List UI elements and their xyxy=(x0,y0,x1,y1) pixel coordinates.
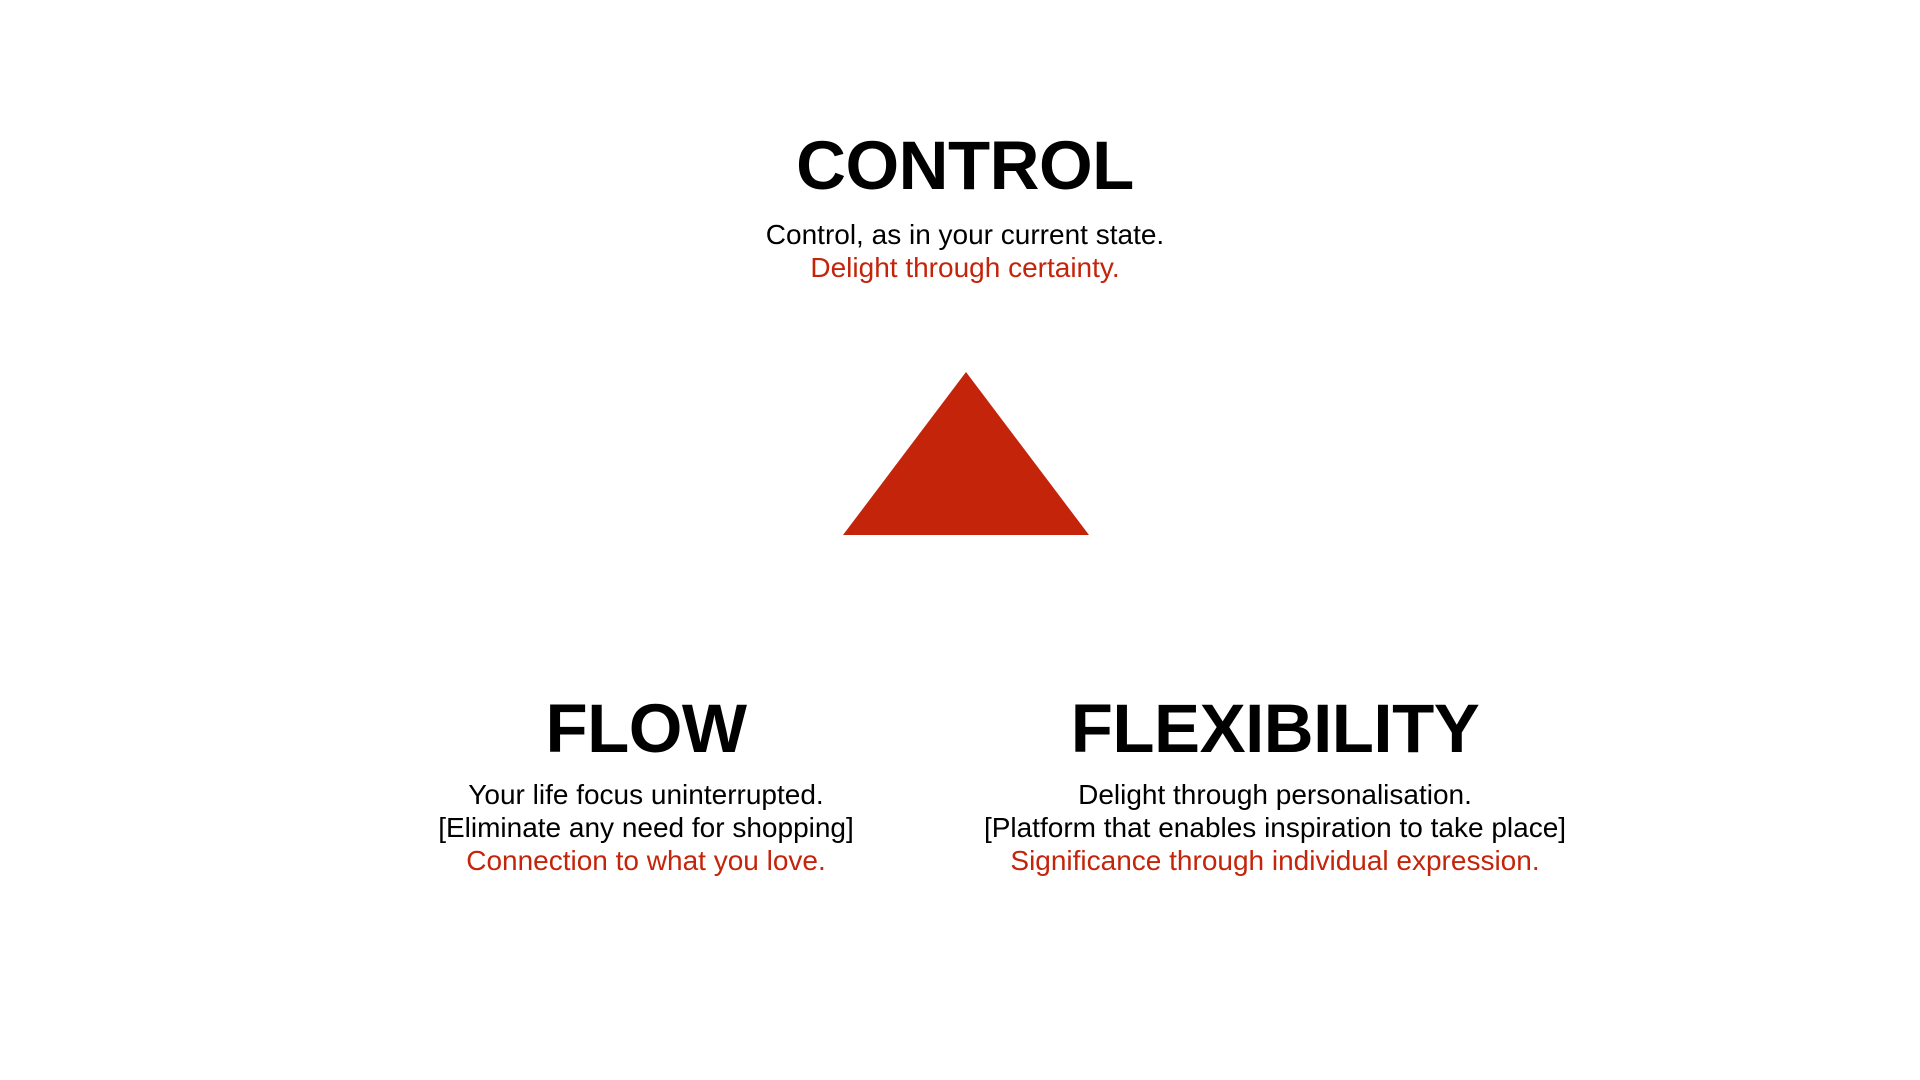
flow-highlight: Connection to what you love. xyxy=(466,845,826,876)
flexibility-line-1: Delight through personalisation. xyxy=(1078,779,1472,810)
flexibility-title: FLEXIBILITY xyxy=(1070,690,1480,767)
control-highlight: Delight through certainty. xyxy=(810,252,1120,283)
flexibility-description: Delight through personalisation. [Platfo… xyxy=(975,778,1575,877)
flow-line-2: [Eliminate any need for shopping] xyxy=(438,812,854,843)
control-title: CONTROL xyxy=(796,127,1134,204)
flow-description: Your life focus uninterrupted. [Eliminat… xyxy=(346,778,946,877)
triangle-shape xyxy=(843,372,1089,535)
flow-line-1: Your life focus uninterrupted. xyxy=(468,779,824,810)
flexibility-section: FLEXIBILITY Delight through personalisat… xyxy=(975,690,1575,877)
control-section: CONTROL Control, as in your current stat… xyxy=(665,127,1265,284)
control-line-1: Control, as in your current state. xyxy=(765,219,1165,250)
red-triangle-icon xyxy=(843,372,1089,535)
control-description: Control, as in your current state. Delig… xyxy=(665,218,1265,284)
flexibility-highlight: Significance through individual expressi… xyxy=(1010,845,1540,876)
flow-title: FLOW xyxy=(545,690,747,767)
flexibility-line-2: [Platform that enables inspiration to ta… xyxy=(983,812,1567,843)
flow-section: FLOW Your life focus uninterrupted. [Eli… xyxy=(346,690,946,877)
